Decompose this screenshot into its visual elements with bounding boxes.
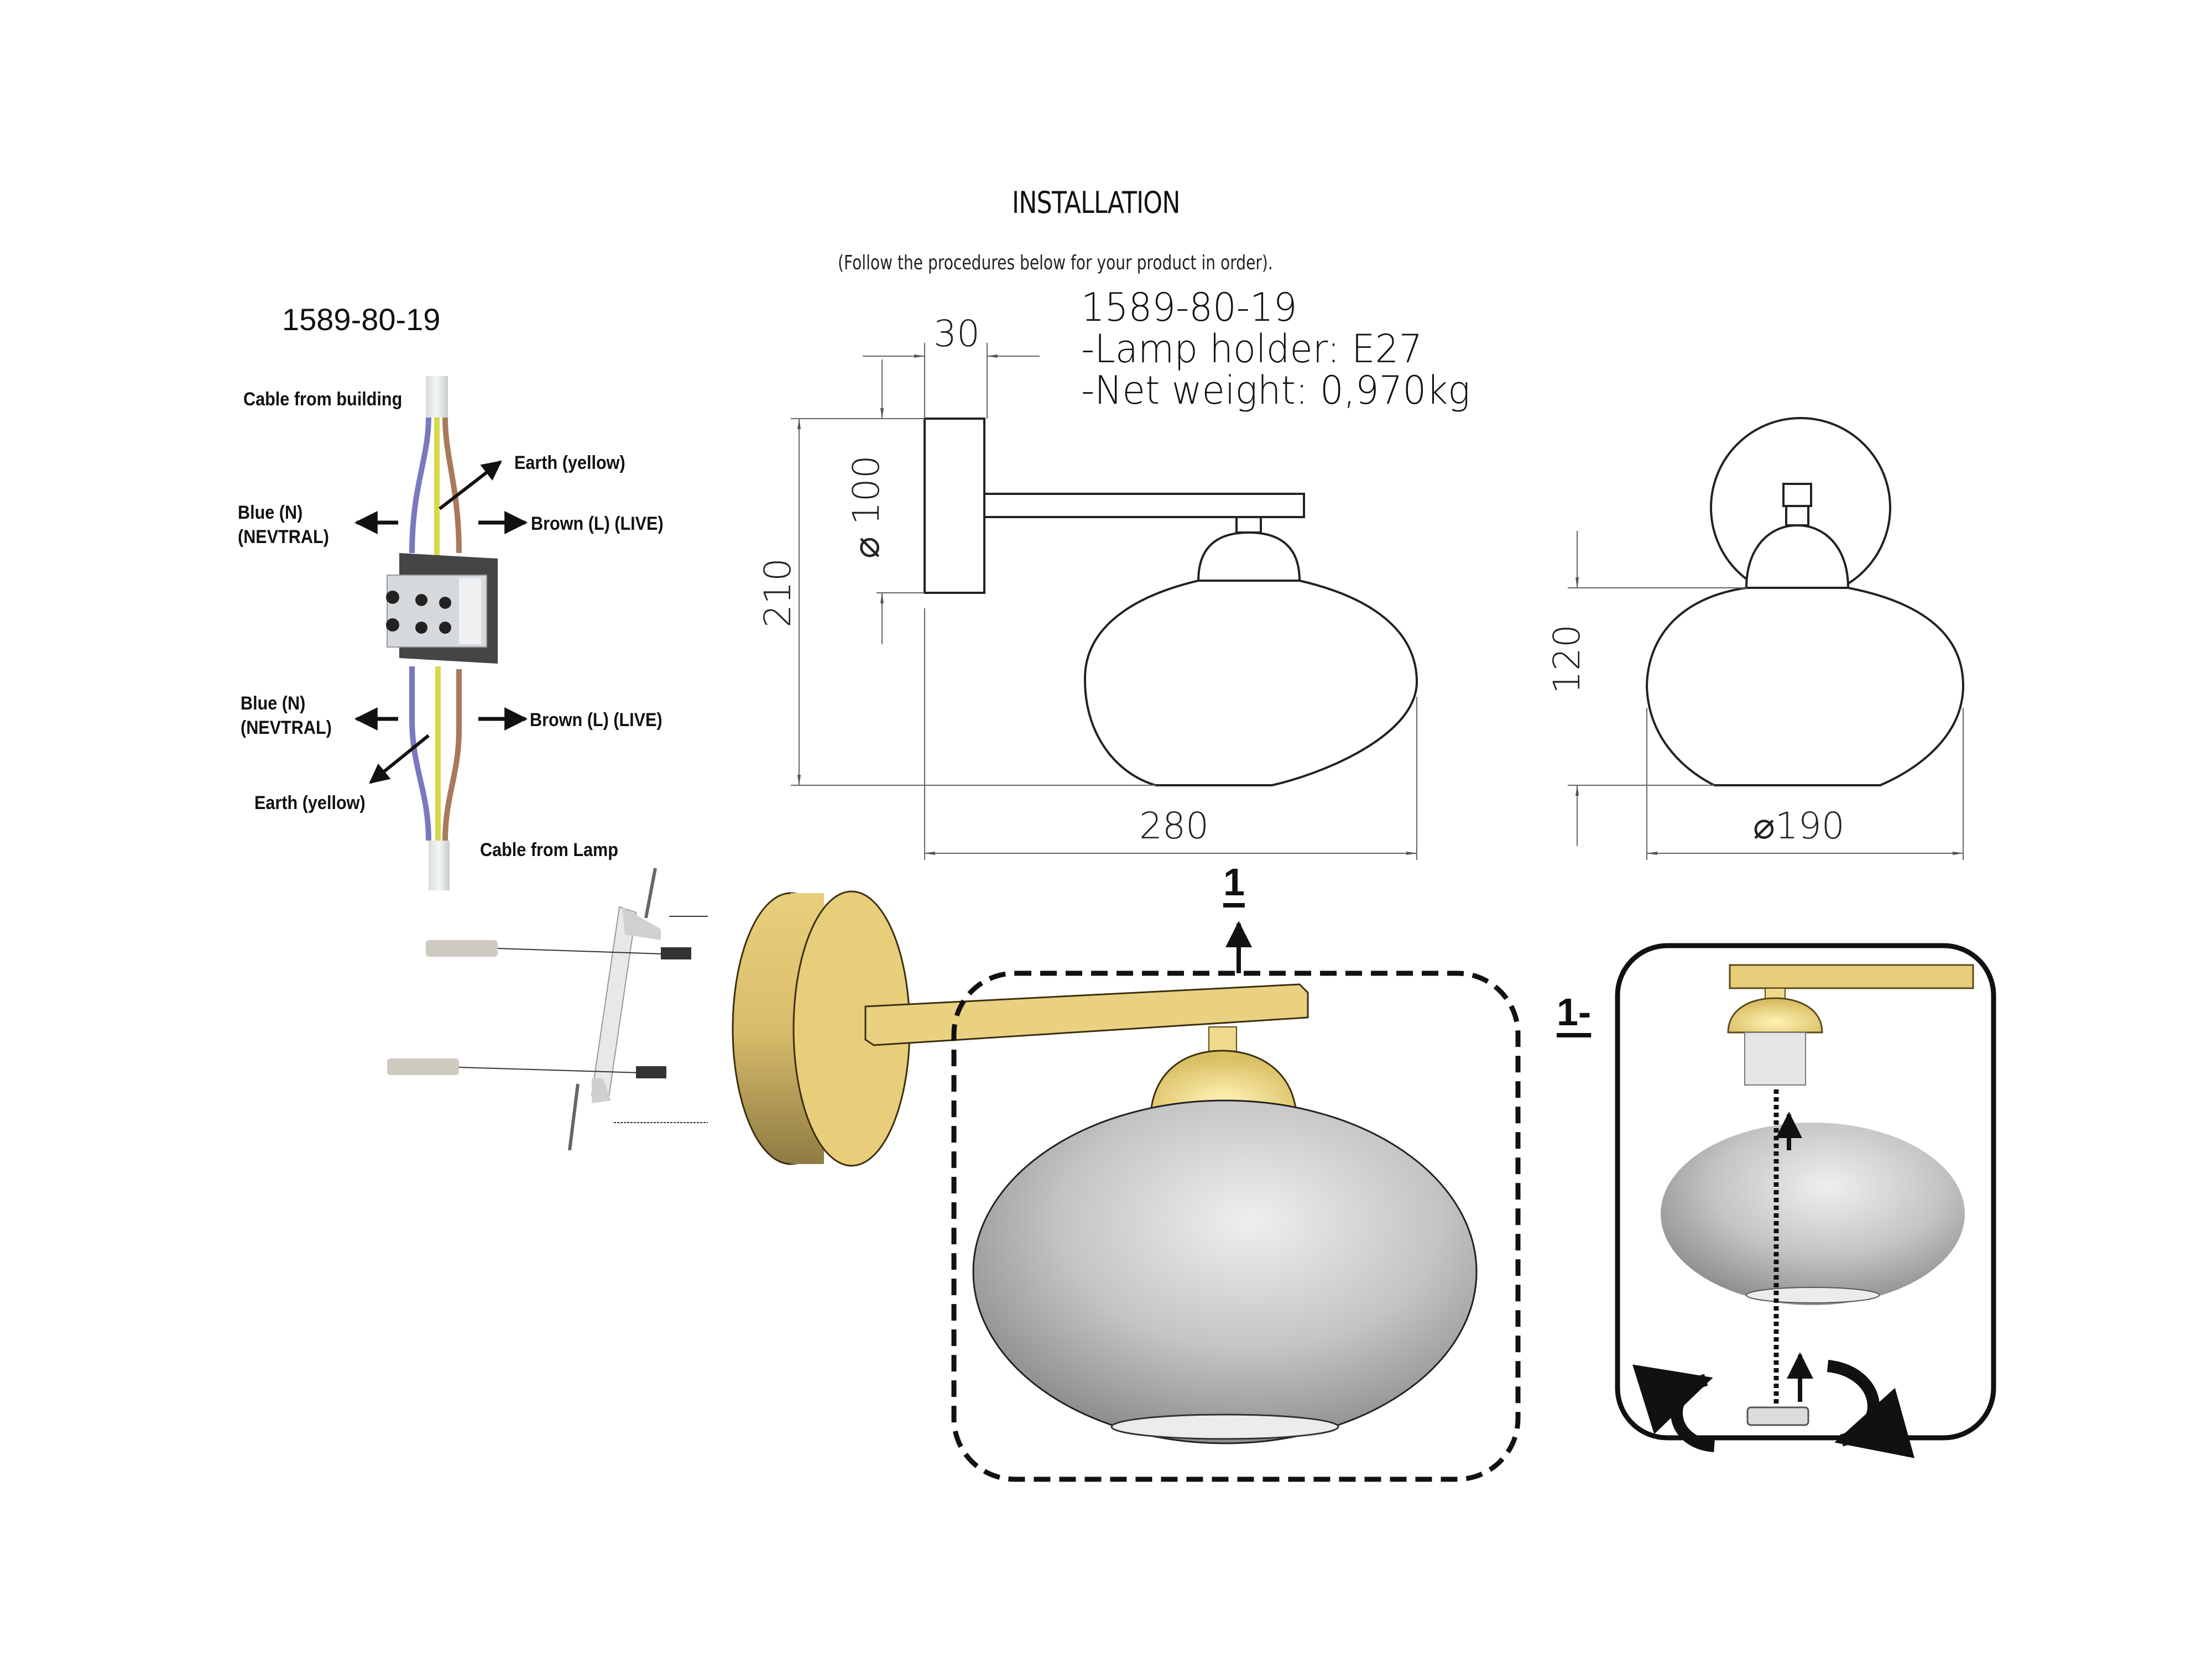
spec-lamp-holder: -Lamp holder: E27 [1081,326,1423,372]
side-view-dome [1197,531,1301,582]
front-view-drawing [1645,417,1965,786]
label-blue-top: Blue (N) (NEVTRAL) [238,500,329,549]
bracket-tab-bottom [592,1078,611,1103]
step-1-detail [1615,943,1996,1458]
shade-opening-3d [1110,1413,1339,1440]
dim-shade-diameter: ⌀190 [1753,805,1845,847]
label-blue-bottom-line2: (NEVTRAL) [241,717,332,739]
front-view-socket-top [1782,483,1812,507]
detail-socket [1744,1032,1806,1086]
side-view-base [924,418,985,594]
side-view-shade [1083,580,1418,786]
detail-glass-shade [1661,1123,1965,1305]
bolt-top [661,947,691,959]
dim-base-diameter: ⌀ 100 [845,455,888,559]
neutral-wire-top [409,417,431,554]
front-view-shade [1645,587,1965,786]
side-view-socket-neck [1235,516,1262,534]
neutral-wire-bottom [409,666,431,841]
dim-base-depth: 30 [933,312,980,355]
rotate-arrow-right [1827,1360,1915,1458]
screw-bottom [568,1083,580,1151]
lamp-cable-sheath [429,841,450,890]
socket-neck-3d [1208,1026,1237,1052]
spec-net-weight: -Net weight: 0,970kg [1081,368,1470,413]
glass-shade-3d [972,1099,1478,1444]
page-title: INSTALLATION [1012,185,1180,220]
live-wire-bottom [442,669,462,841]
terminal-screws [386,591,451,634]
screw-top [644,868,657,919]
front-view-dimension-lines [1568,531,1964,860]
label-earth-top: Earth (yellow) [514,452,625,473]
label-blue-bottom-line1: Blue (N) [241,693,306,714]
detail-shade-ring [1746,1406,1809,1426]
front-view-socket-neck [1785,505,1809,526]
label-brown-top: Brown (L) (LIVE) [531,513,664,534]
side-view-arm [983,493,1305,518]
label-cable-from-lamp: Cable from Lamp [480,839,618,860]
detail-arm [1729,964,1974,989]
bolt-bottom [636,1066,666,1078]
label-earth-bottom: Earth (yellow) [254,792,366,813]
label-brown-bottom: Brown (L) (LIVE) [530,709,662,731]
bracket-tab-top [622,907,661,940]
wiring-model-number: 1589-80-19 [282,302,441,337]
step-1-marker: 1 [1223,860,1245,904]
dim-shade-height: 120 [1546,624,1588,694]
live-wire-top [442,417,462,554]
dim-total-height: 210 [757,558,799,628]
mounting-hardware [387,868,708,1151]
step-1-detail-label: 1- [1557,990,1592,1034]
wall-plug-top [426,940,664,957]
side-view-drawing [924,418,1418,786]
arm-3d [864,983,1309,1046]
wiring-diagram [354,376,528,890]
lamp-3d-assembly [732,890,1521,1482]
earth-top-arrow [439,460,502,510]
detail-dome [1727,997,1823,1034]
earth-bottom-arrow [369,734,430,784]
rotate-arrow-left [1632,1364,1715,1452]
label-blue-bottom: Blue (N) (NEVTRAL) [241,691,332,740]
label-cable-from-building: Cable from building [243,389,403,410]
terminal-block-face [459,578,481,644]
building-cable-sheath [426,376,448,418]
label-blue-top-line1: Blue (N) [238,502,303,523]
dim-total-length: 280 [1139,805,1209,847]
side-view-dimension-lines [791,343,1417,860]
spec-model-number: 1589-80-19 [1081,285,1297,330]
page-subtitle: (Follow the procedures below for your pr… [838,252,1273,274]
wall-plug-bottom [387,1058,642,1075]
front-view-dome [1745,524,1850,589]
detail-shade-opening [1746,1287,1880,1303]
label-blue-top-line2: (NEVTRAL) [238,526,329,548]
